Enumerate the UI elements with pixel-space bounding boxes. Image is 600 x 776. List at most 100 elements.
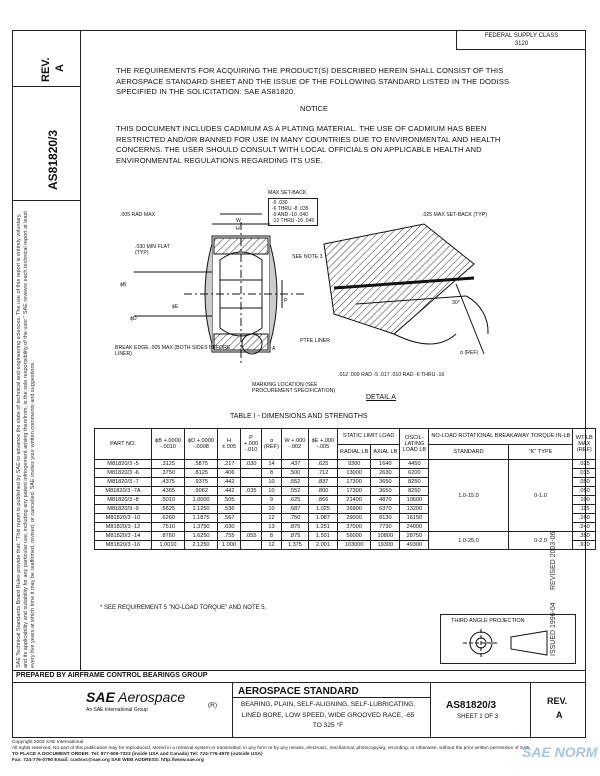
table-cell: .755 — [217, 531, 241, 541]
table-cell — [240, 513, 262, 523]
footer-divider — [232, 682, 233, 738]
requirements-paragraph: THE REQUIREMENTS FOR ACQUIRING THE PRODU… — [116, 66, 510, 96]
col-b: ϕB +.0000 -.0010 — [151, 428, 185, 460]
table-cell: 8250 — [399, 486, 430, 496]
rad-max-label: .005 RAD MAX — [120, 212, 156, 218]
table-cell: 1.251 — [307, 522, 338, 532]
dim-b-label: ϕB — [120, 282, 127, 288]
table-cell: .442 — [217, 477, 241, 487]
table-cell: .536 — [217, 504, 241, 514]
table-cell: 16150 — [399, 513, 430, 523]
table-cell: .7510 — [151, 522, 185, 532]
dim-a-label: A — [272, 346, 276, 352]
footer-rev-label: REV. — [547, 696, 568, 706]
table-cell: .567 — [217, 513, 241, 523]
order-tel-outside: Tel: 724-776-4970 (outside USA) — [190, 752, 263, 757]
table-cell: .035 — [572, 468, 597, 478]
max-setback-label: MAX SET-BACK — [268, 190, 307, 196]
table-cell: .552 — [280, 486, 309, 496]
table-cell: .687 — [280, 504, 309, 514]
table-cell: .5875 — [184, 459, 218, 469]
table-cell: 1.0010 — [151, 540, 185, 550]
table-cell: .800 — [307, 486, 338, 496]
setback-row: -5 .030 — [272, 200, 288, 206]
footer-rev-value: A — [556, 710, 563, 720]
web-address: SAE WEB ADDRESS: http://www.sae.org — [111, 758, 204, 763]
table-cell: .750 — [280, 513, 309, 523]
dim-e-label: ϕE — [172, 304, 179, 310]
table-cell: .866 — [307, 495, 338, 505]
sae-rules-notice: SAE Technical Standards Board Rules prov… — [16, 211, 36, 668]
table-cell: M81820/3 -6 — [94, 468, 152, 478]
table-cell: 21400 — [336, 495, 372, 505]
table-cell: .050 — [572, 477, 597, 487]
footer-divider — [12, 682, 586, 683]
table-cell: 1.0-25.0 — [428, 531, 509, 550]
table-cell: .875 — [280, 522, 309, 532]
table-cell: 17300 — [336, 477, 372, 487]
table-cell: .3125 — [151, 459, 185, 469]
col-k-type: "K" TYPE — [507, 443, 574, 460]
table-cell — [240, 477, 262, 487]
table-cell: .050 — [572, 486, 597, 496]
table-cell: .552 — [280, 477, 309, 487]
standard-title: AEROSPACE STANDARD — [238, 686, 359, 697]
table-cell: .442 — [217, 486, 241, 496]
table-cell: .406 — [217, 468, 241, 478]
table-cell: 8 — [261, 531, 282, 541]
table-cell: 1.6250 — [184, 531, 218, 541]
order-info: TO PLACE A DOCUMENT ORDER: Tel: 877-606-… — [12, 752, 572, 758]
table-cell: .3750 — [151, 468, 185, 478]
table-cell: 1640 — [370, 459, 401, 469]
projection-symbol-icon — [463, 629, 548, 657]
table-cell: 8 — [261, 468, 282, 478]
logo-sae: SAE — [86, 689, 115, 705]
col-alpha: α (REF) — [261, 428, 282, 460]
dim-w-label: W — [236, 218, 241, 224]
table-cell: .437 — [280, 459, 309, 469]
table-cell: 1.1250 — [184, 504, 218, 514]
left-divider — [12, 200, 80, 201]
setback-table: -5 .030 -6 THRU -8 .035 -9 AND -10 .040 … — [268, 198, 319, 226]
sheet-number: SHEET 1 OF 3 — [457, 713, 499, 720]
see-note-label: SEE NOTE 3 — [292, 254, 323, 260]
revised-date: REVISED 2003-06 — [550, 531, 557, 590]
table-cell: .025 — [572, 459, 597, 469]
dim-p-label: P — [284, 298, 288, 304]
logo-subtitle: An SAE International Group — [86, 707, 148, 713]
table-cell: 1.501 — [307, 531, 338, 541]
table-cell: M81820/3 -5 — [94, 459, 152, 469]
prepared-by: PREPARED BY AIRFRAME CONTROL BEARINGS GR… — [16, 672, 208, 679]
table-cell: 26900 — [336, 504, 372, 514]
table-cell: 6200 — [399, 468, 430, 478]
setback-row: -6 THRU -8 .035 — [272, 206, 309, 212]
table-cell: 14 — [261, 459, 282, 469]
min-flat-label: .030 MIN FLAT (TYP) — [135, 244, 170, 256]
footer-divider — [530, 682, 531, 738]
table-cell: .625 — [280, 495, 309, 505]
contact-info: Fax: 724-776-0790 Email: custsvc@sae.org… — [12, 758, 572, 764]
setback-row: -9 AND -10 .040 — [272, 212, 308, 218]
revision-mark: (R) — [208, 702, 218, 709]
table-cell: 10 — [261, 486, 282, 496]
table-cell: .9062 — [184, 486, 218, 496]
table-cell: 1.087 — [307, 513, 338, 523]
col-part-no: PART NO. — [94, 428, 152, 460]
issued-date: ISSUED 1996-04 — [550, 602, 557, 656]
table-cell: M81820/3 -7 — [94, 477, 152, 487]
table-cell: 1.3750 — [184, 522, 218, 532]
table-cell: .217 — [217, 459, 241, 469]
col-w: W +.000 -.002 — [280, 428, 309, 460]
table-cell: 37000 — [336, 522, 372, 532]
rev-label-vertical: REV. — [40, 57, 52, 82]
watermark: SAE NORM — [522, 744, 598, 760]
angle-label: 30° — [452, 300, 460, 306]
table-cell: M81820/3 -8 — [94, 495, 152, 505]
detail-a-label: DETAIL A — [366, 394, 396, 401]
col-no-load-torque: NO-LOAD ROTATIONAL BREAKAWAY TORQUE IN-L… — [428, 428, 574, 445]
table-cell: .5010 — [151, 495, 185, 505]
table-cell: 12 — [261, 513, 282, 523]
